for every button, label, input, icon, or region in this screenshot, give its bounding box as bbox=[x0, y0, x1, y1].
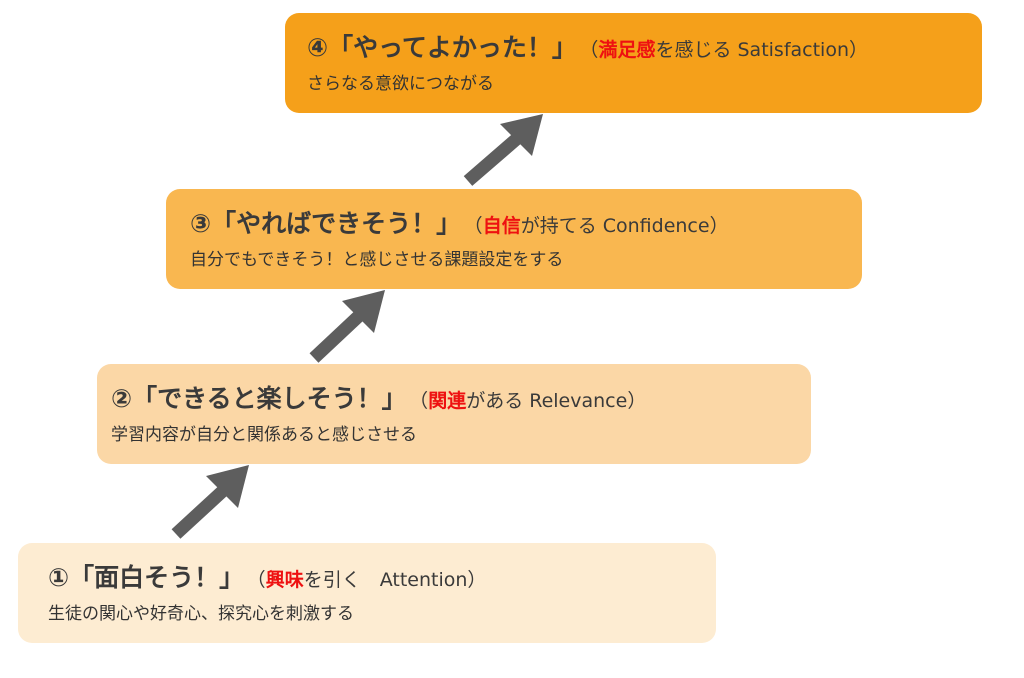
step-attention-title: ①「面白そう！」 bbox=[48, 563, 245, 592]
step-confidence-paren-rest: が持てる Confidence） bbox=[520, 215, 729, 237]
step-satisfaction-headline: ④「やってよかった！」 （満足感を感じる Satisfaction） bbox=[307, 35, 868, 60]
step-satisfaction-title: ④「やってよかった！」 bbox=[307, 33, 577, 62]
step-relevance-headline: ②「できると楽しそう！」 （関連がある Relevance） bbox=[111, 386, 646, 411]
step-attention-description: 生徒の関心や好奇心、探究心を刺激する bbox=[48, 604, 354, 624]
step-attention-box: ①「面白そう！」 （興味を引く Attention） 生徒の関心や好奇心、探究心を… bbox=[18, 543, 716, 643]
step-relevance-title: ②「できると楽しそう！」 bbox=[111, 384, 407, 413]
step-attention-paren-rest: を引く Attention） bbox=[303, 569, 487, 591]
step-relevance-box: ②「できると楽しそう！」 （関連がある Relevance） 学習内容が自分と関係… bbox=[97, 364, 811, 464]
arrow-up-right-icon-3 bbox=[463, 114, 543, 186]
step-attention-headline: ①「面白そう！」 （興味を引く Attention） bbox=[48, 565, 486, 590]
step-satisfaction-keyword: 満足感 bbox=[598, 39, 656, 61]
step-attention-paren-open: （ bbox=[256, 569, 266, 591]
step-relevance-description: 学習内容が自分と関係あると感じさせる bbox=[111, 425, 417, 445]
step-confidence-headline: ③「やればできそう！」 （自信が持てる Confidence） bbox=[190, 211, 729, 236]
step-confidence-note: （自信が持てる Confidence） bbox=[473, 215, 728, 237]
step-satisfaction-description: さらなる意欲につながる bbox=[307, 74, 494, 94]
step-attention-keyword: 興味 bbox=[265, 569, 304, 591]
step-relevance-note: （関連がある Relevance） bbox=[419, 390, 647, 412]
step-confidence-title: ③「やればできそう！」 bbox=[190, 209, 462, 238]
step-confidence-box: ③「やればできそう！」 （自信が持てる Confidence） 自分でもできそう！… bbox=[166, 189, 862, 289]
step-satisfaction-box: ④「やってよかった！」 （満足感を感じる Satisfaction） さらなる意欲… bbox=[285, 13, 982, 113]
arrow-up-right-icon-1 bbox=[171, 465, 249, 539]
step-relevance-paren-open: （ bbox=[418, 390, 429, 412]
step-confidence-description: 自分でもできそう！と感じさせる課題設定をする bbox=[190, 250, 564, 270]
step-relevance-keyword: 関連 bbox=[428, 390, 467, 412]
step-satisfaction-paren-rest: を感じる Satisfaction） bbox=[655, 39, 868, 61]
step-confidence-paren-open: （ bbox=[473, 215, 483, 237]
step-confidence-keyword: 自信 bbox=[482, 215, 521, 237]
step-satisfaction-paren-open: （ bbox=[588, 39, 599, 61]
step-attention-note: （興味を引く Attention） bbox=[256, 569, 486, 591]
step-relevance-paren-rest: がある Relevance） bbox=[466, 390, 647, 412]
step-satisfaction-note: （満足感を感じる Satisfaction） bbox=[589, 39, 868, 61]
arrow-up-right-icon-2 bbox=[309, 290, 385, 363]
